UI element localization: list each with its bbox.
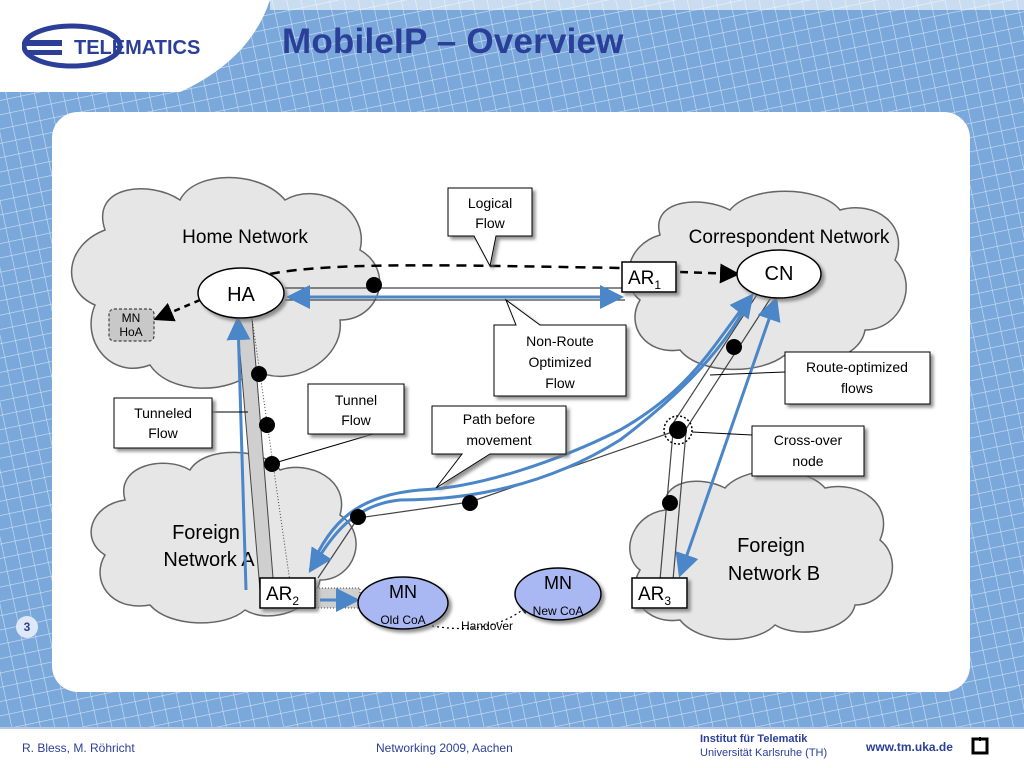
footer: R. Bless, M. Röhricht Networking 2009, A… [0,728,1024,768]
non-route-text-2: Optimized [528,354,591,370]
university-logo-icon [971,737,989,755]
ar1-node [621,261,677,293]
ar3-node [631,577,688,609]
ar1-label: AR [628,268,654,289]
cross-over-node-dot [669,421,687,439]
non-route-text-1: Non-Route [526,333,594,349]
tunneled-flow-callout [113,397,213,449]
tunnel-flow-callout [307,383,405,435]
footer-url-link[interactable]: www.tm.uka.de [866,740,953,754]
mn-hoa-label-2: HoA [119,325,142,339]
route-opt-text-2: flows [841,380,873,396]
tunneled-flow-text-1: Tunneled [134,405,192,421]
svg-text:AR3: AR3 [638,584,671,608]
telematics-logo: TELEMATICS [22,23,200,69]
logical-flow-callout [447,187,533,268]
mn-new-label: MN [544,573,572,593]
cross-over-callout [751,425,865,477]
ar3-subscript: 3 [664,594,671,608]
footer-event: Networking 2009, Aachen [376,741,513,755]
path-before-movement-callout [431,405,567,489]
tunnel-flow-text-2: Flow [341,412,371,428]
mn-new-coa-node [514,567,602,621]
route-opt-text-1: Route-optimized [806,359,908,375]
non-route-optimized-callout [493,298,627,397]
cross-over-text-1: Cross-over [774,432,843,448]
footer-university: Universität Karlsruhe (TH) [700,747,828,759]
slide-number: 3 [16,616,38,638]
svg-text:AR2: AR2 [266,584,299,608]
foreign-network-a-label-2: Network A [163,549,255,571]
cross-over-text-2: node [792,453,823,469]
tunnel-flow-arrow [226,316,251,591]
ar3-label: AR [638,584,664,605]
handover-label: Handover [461,619,513,633]
mn-old-coa-label: Old CoA [380,613,425,627]
mn-new-coa-label: New CoA [533,604,584,618]
ar2-subscript: 2 [292,594,299,608]
ha-label: HA [227,284,255,306]
logo-text: TELEMATICS [74,37,200,59]
mn-hoa-label-1: MN [122,311,141,325]
foreign-network-b-label-2: Network B [728,563,820,585]
footer-authors: R. Bless, M. Röhricht [22,741,135,755]
logical-flow-arrow-hoa [153,298,201,322]
logical-flow-text-1: Logical [468,195,512,211]
mn-hoa-node [108,308,155,342]
logical-flow-arrow-cn [679,263,740,284]
logical-flow-text-2: Flow [475,215,505,231]
cn-node [736,249,822,299]
route-optimized-callout [784,351,931,405]
tunnel-flow-text-1: Tunnel [335,392,377,408]
foreign-network-b-label-1: Foreign [737,535,805,557]
slide-title: MobileIP – Overview [282,22,624,61]
home-network-label: Home Network [182,227,308,248]
router-dots [251,277,742,525]
handover-arrow [431,604,530,630]
cn-label: CN [765,263,794,285]
mn-old-coa-node [357,576,449,630]
non-route-text-3: Flow [545,375,575,391]
tunneled-flow-text-2: Flow [148,425,178,441]
ha-node [197,267,285,319]
ar1-subscript: 1 [654,278,661,292]
ar2-label: AR [266,584,292,605]
correspondent-network-label: Correspondent Network [689,227,890,248]
ar2-node [259,577,316,609]
svg-text:AR1: AR1 [628,268,661,292]
foreign-network-a-label-1: Foreign [172,522,240,544]
callout-leaders [212,371,786,463]
mn-old-label: MN [389,582,417,602]
footer-institute: Institut für Telematik [700,733,808,745]
path-before-text-2: movement [466,432,531,448]
path-before-text-1: Path before [463,411,536,427]
route-optimized-flow-arrow [675,296,781,578]
